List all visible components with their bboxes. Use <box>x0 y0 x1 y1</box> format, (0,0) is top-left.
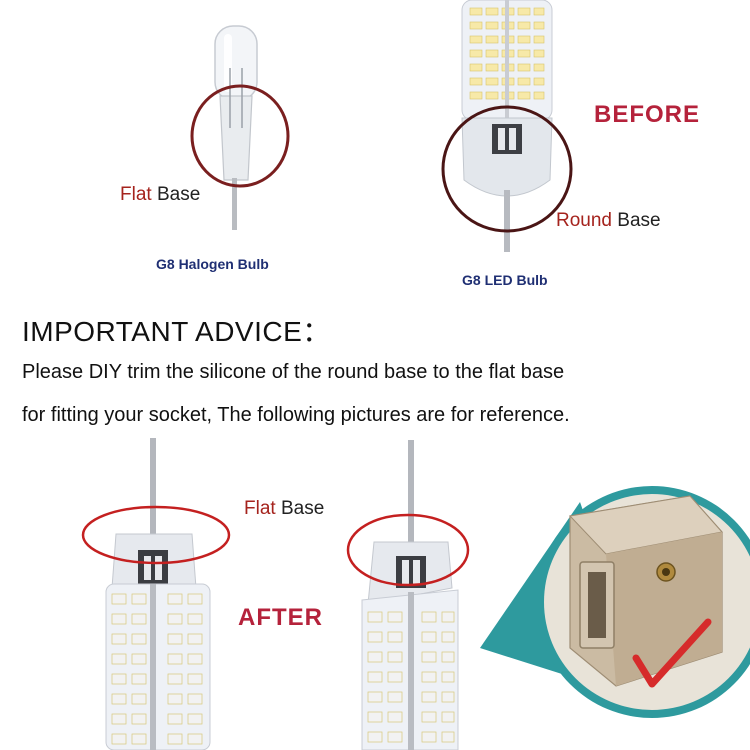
flat-base-highlight-circle <box>190 84 290 188</box>
before-label: BEFORE <box>594 101 701 128</box>
advice-line-1: Please DIY trim the silicone of the roun… <box>22 361 565 383</box>
halogen-bulb-caption: G8 Halogen Bulb <box>156 256 269 272</box>
round-base-highlight-circle <box>441 105 573 233</box>
flat-base-label-bottom: Flat Base <box>244 498 325 519</box>
important-advice-heading: IMPORTANT ADVICE： <box>22 316 331 347</box>
flat-base-highlight-ellipse-right <box>346 513 470 587</box>
advice-line-2: for fitting your socket, The following p… <box>22 404 570 426</box>
flat-base-label: Flat Base <box>120 184 201 205</box>
after-label: AFTER <box>238 604 323 631</box>
flat-base-highlight-ellipse-left <box>81 505 231 565</box>
socket-closeup-callout <box>480 486 750 718</box>
led-bulb-caption: G8 LED Bulb <box>462 272 548 288</box>
led-bulb-image <box>461 0 553 252</box>
halogen-bulb-image <box>214 25 258 230</box>
round-base-label: Round Base <box>556 210 661 231</box>
trimmed-led-bulb-right-image <box>361 440 459 750</box>
trimmed-led-bulb-left-image <box>105 438 211 750</box>
